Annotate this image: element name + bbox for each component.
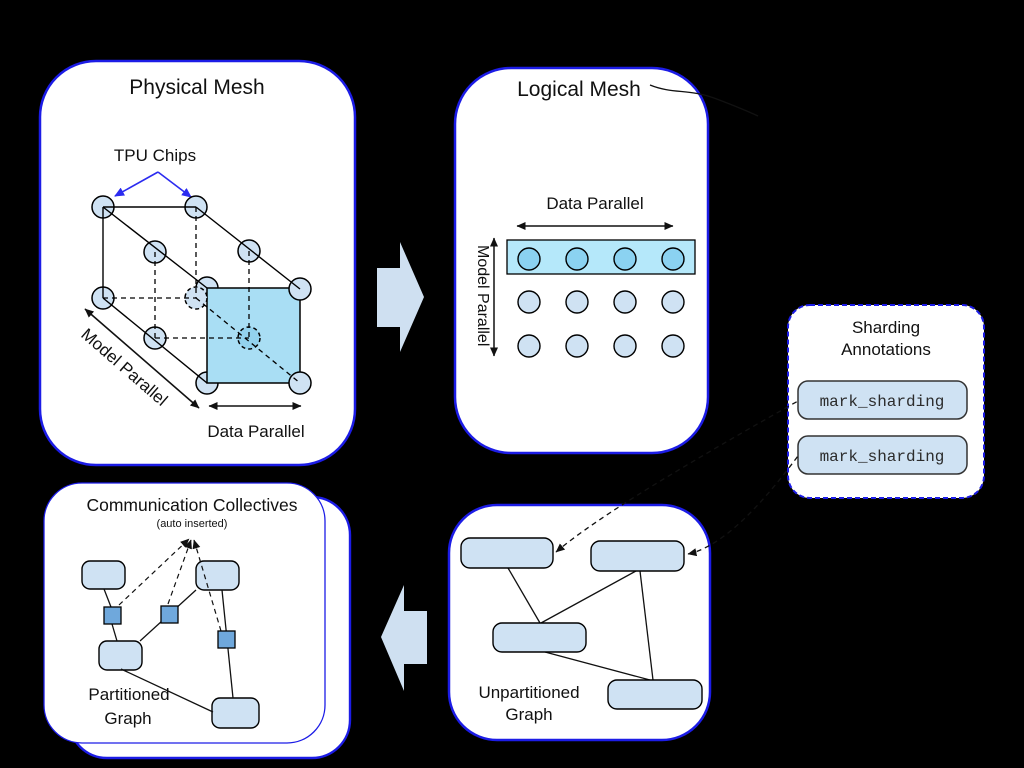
logical-chip-grid — [517, 247, 685, 358]
mesh-hidden-edges — [103, 207, 301, 384]
logical-chip — [613, 334, 637, 358]
collective-pointer-line — [118, 538, 190, 606]
mark-sharding-label: mark_sharding — [820, 448, 945, 466]
unpartitioned-edges — [507, 567, 654, 681]
sharding-title-line1: Sharding — [852, 318, 920, 337]
collective-pointer-lines — [118, 538, 222, 632]
physical-mesh-panel: Physical Mesh TPU Chips — [38, 59, 357, 467]
unpartitioned-nodes — [460, 537, 703, 710]
model-parallel-axis-arrow — [84, 308, 200, 409]
collectives-subtitle: (auto inserted) — [157, 518, 228, 530]
annotation-connectors — [555, 400, 799, 557]
collectives-title: Communication Collectives — [86, 495, 297, 515]
logical-chip-highlighted — [661, 247, 685, 271]
collective-op-square — [103, 606, 122, 625]
graph-node — [590, 540, 685, 572]
tpu-pointer-arrow-left — [114, 171, 159, 197]
unpartitioned-label-line2: Graph — [505, 705, 552, 724]
logical-chip — [565, 290, 589, 314]
tpu-chip-circle — [288, 371, 312, 395]
physical-chip-mesh — [91, 195, 312, 395]
collectives-front-card — [43, 482, 326, 744]
logical-data-parallel-label: Data Parallel — [546, 194, 643, 213]
unpartitioned-graph-panel: Unpartitioned Graph — [447, 503, 712, 742]
logical-chip — [613, 290, 637, 314]
partitioned-nodes — [81, 560, 260, 729]
collective-pointer-line — [192, 539, 222, 632]
graph-node — [98, 640, 143, 671]
logical-chip — [517, 334, 541, 358]
graph-node — [81, 560, 126, 590]
data-parallel-axis-label: Data Parallel — [207, 422, 304, 441]
annotation-connector-2 — [687, 455, 799, 557]
sharding-annotations-panel: Sharding Annotations mark_sharding mark_… — [787, 304, 985, 499]
logical-chip — [565, 334, 589, 358]
right-block-arrow — [377, 242, 424, 352]
logical-mesh-panel: Logical Mesh Data Parallel Model Paralle… — [453, 66, 759, 455]
partitioned-label-line2: Graph — [104, 709, 151, 728]
logical-chip-highlighted — [565, 247, 589, 271]
logical-chip-highlighted — [613, 247, 637, 271]
partitioned-label-line1: Partitioned — [88, 685, 169, 704]
logical-chip — [661, 334, 685, 358]
logical-chip-highlighted — [517, 247, 541, 271]
graph-node — [460, 537, 554, 569]
logical-model-parallel-label: Model Parallel — [474, 245, 491, 346]
graph-node — [195, 560, 240, 591]
collective-op-square — [217, 630, 236, 649]
tpu-chips-label: TPU Chips — [114, 146, 196, 165]
annotation-connector-1 — [555, 400, 799, 553]
mark-sharding-box — [797, 435, 968, 475]
communication-collectives-panel: Communication Collectives (auto inserted… — [43, 482, 352, 760]
mark-sharding-box — [797, 380, 968, 420]
tpu-pointer-arrow-right — [157, 171, 192, 198]
logical-chip — [661, 290, 685, 314]
physical-mesh-title: Physical Mesh — [129, 76, 264, 99]
collective-pointer-line — [167, 539, 192, 605]
mark-sharding-label: mark_sharding — [820, 393, 945, 411]
sharding-title-line2: Annotations — [841, 340, 931, 359]
physical-mesh-panel-box — [38, 59, 357, 467]
graph-node — [607, 679, 703, 710]
left-block-arrow — [381, 585, 427, 691]
logical-mesh-title: Logical Mesh — [517, 78, 641, 101]
graph-node — [211, 697, 260, 729]
unpartitioned-label-line1: Unpartitioned — [478, 683, 579, 702]
logical-chip — [517, 290, 541, 314]
collective-op-square — [160, 605, 179, 624]
title-leader-line — [649, 84, 759, 117]
graph-node — [492, 622, 587, 653]
collective-ops — [103, 605, 236, 649]
